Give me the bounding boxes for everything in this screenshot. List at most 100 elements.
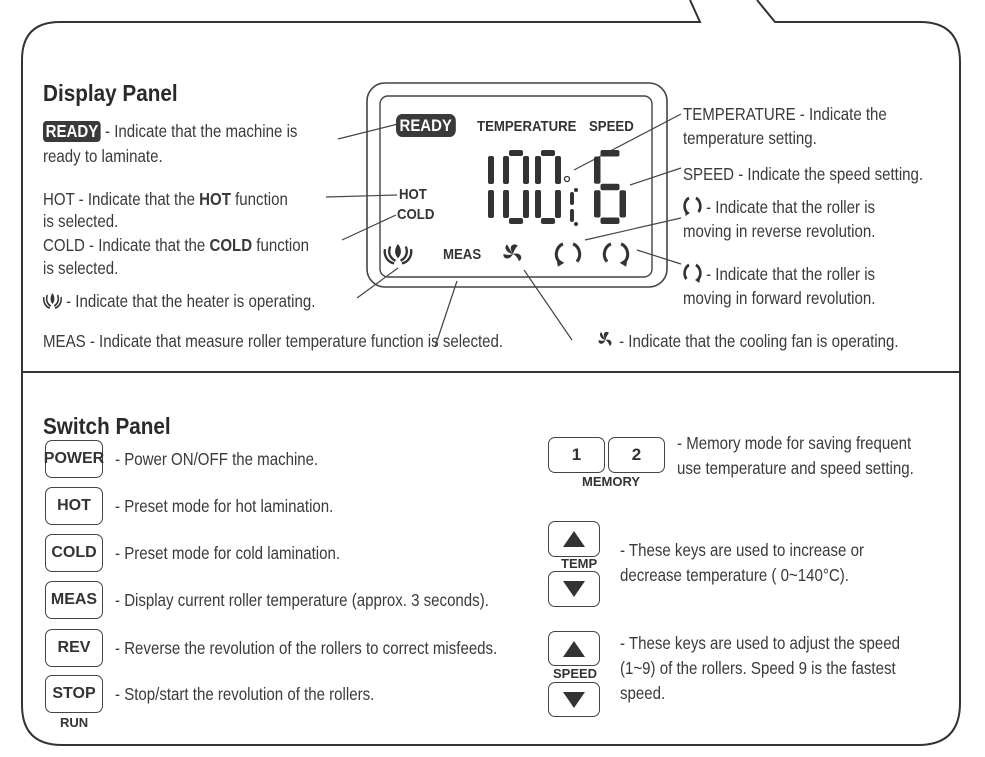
memory-description: - Memory mode for saving frequent: [677, 433, 912, 453]
temperature-description-2: temperature setting.: [683, 128, 817, 148]
cold-desc-a: COLD - Indicate that the: [43, 235, 210, 255]
meas-button[interactable]: MEAS: [45, 581, 103, 619]
ready-description: READY - Indicate that the machine is: [43, 120, 297, 142]
hot-desc-a: HOT - Indicate that the: [43, 189, 200, 209]
lcd-heater-icon: [383, 243, 413, 265]
switch-panel-title: Switch Panel: [43, 413, 171, 439]
lcd-forward-icon: [602, 242, 630, 267]
degree-symbol-icon: [563, 175, 571, 183]
run-sublabel: RUN: [60, 715, 89, 730]
power-button[interactable]: POWER: [44, 440, 104, 478]
lcd-segment: [503, 156, 509, 184]
lcd-segment: [503, 190, 509, 218]
hot-description: HOT - Indicate that the HOT function: [43, 188, 288, 210]
reverse-desc-text: - Indicate that the roller is: [701, 197, 876, 217]
fan-description: - Indicate that the cooling fan is opera…: [596, 330, 899, 352]
meas-button-description: - Display current roller temperature (ap…: [115, 590, 489, 610]
arrow-down-icon: [563, 691, 585, 708]
ready-badge: READY: [43, 121, 101, 142]
cold-desc-c: function: [252, 235, 310, 255]
lcd-reverse-icon: [554, 242, 582, 267]
arrow-down-icon: [563, 581, 585, 597]
speed-description: - These keys are used to adjust the spee…: [620, 633, 900, 653]
speed-down-key[interactable]: [548, 682, 600, 717]
lcd-segment: [509, 218, 523, 224]
forward-rotation-icon: [683, 263, 702, 283]
lcd-segment: [488, 190, 494, 218]
lcd-segment: [619, 190, 626, 218]
display-panel-title: Display Panel: [43, 80, 178, 106]
speed-description-3: speed.: [620, 683, 666, 703]
reverse-description: - Indicate that the roller is: [683, 195, 875, 218]
forward-description-2: moving in forward revolution.: [683, 288, 876, 308]
lcd-temperature-label: TEMPERATURE: [477, 118, 577, 135]
hot-desc-c: function: [230, 189, 288, 209]
temp-label: TEMP: [561, 556, 598, 571]
lcd-cold-text: COLD: [397, 206, 435, 223]
lcd-segment: [555, 190, 561, 218]
temp-description: - These keys are used to increase or: [620, 540, 864, 560]
lcd-segment: [570, 209, 574, 222]
temp-up-key[interactable]: [548, 521, 600, 557]
lcd-meas-label: MEAS: [443, 246, 482, 263]
arrow-up-icon: [563, 640, 585, 657]
speed-label: SPEED: [553, 666, 598, 681]
ready-description-2: ready to laminate.: [43, 146, 163, 166]
lcd-segment: [574, 188, 578, 192]
fan-desc-text: - Indicate that the cooling fan is opera…: [614, 331, 899, 351]
lcd-cold-label: COLD: [397, 206, 434, 223]
meas-description: MEAS - Indicate that measure roller temp…: [43, 331, 504, 351]
rev-button-description: - Reverse the revolution of the rollers …: [115, 638, 498, 658]
temp-down-key[interactable]: [548, 571, 600, 607]
forward-description: - Indicate that the roller is: [683, 262, 875, 285]
lcd-inner-frame: [379, 95, 653, 278]
lcd-segment: [488, 156, 494, 184]
lcd-segment: [600, 183, 620, 191]
hot-button[interactable]: HOT: [45, 487, 103, 525]
fan-icon: [598, 331, 612, 346]
callout-outline: [21, 0, 961, 746]
memory-1-key[interactable]: 1: [548, 437, 605, 473]
reverse-description-2: moving in reverse revolution.: [683, 221, 876, 241]
lcd-segment: [555, 156, 561, 184]
lcd-segment: [570, 192, 574, 205]
leader-lines: [325, 113, 682, 348]
memory-2-key[interactable]: 2: [608, 437, 665, 473]
hot-button-description: - Preset mode for hot lamination.: [115, 496, 334, 516]
lcd-hot-label: HOT: [399, 186, 427, 203]
forward-desc-text: - Indicate that the roller is: [701, 264, 876, 284]
temperature-description: TEMPERATURE - Indicate the: [683, 104, 887, 124]
cold-description: COLD - Indicate that the COLD function: [43, 234, 309, 256]
heater-icon: [42, 293, 62, 309]
ready-desc-text: - Indicate that the machine is: [100, 121, 298, 141]
stop-button-description: - Stop/start the revolution of the rolle…: [115, 684, 375, 704]
cold-button[interactable]: COLD: [45, 534, 103, 572]
heater-desc-text: - Indicate that the heater is operating.: [61, 291, 316, 311]
lcd-segment: [574, 222, 578, 226]
arrow-up-icon: [563, 531, 585, 547]
power-button-description: - Power ON/OFF the machine.: [115, 449, 319, 469]
memory-description-2: use temperature and speed setting.: [677, 458, 914, 478]
rev-button[interactable]: REV: [45, 629, 103, 667]
lcd-ready-badge: READY: [396, 114, 456, 137]
hot-desc-bold: HOT: [199, 189, 231, 209]
lcd-segment: [541, 218, 555, 224]
lcd-segment: [600, 217, 620, 224]
lcd-fan-icon: [503, 244, 522, 262]
lcd-segment: [535, 156, 541, 184]
speed-description: SPEED - Indicate the speed setting.: [683, 164, 924, 184]
lcd-outer-frame: [366, 82, 668, 288]
reverse-rotation-icon: [683, 196, 702, 216]
lcd-segment: [600, 150, 620, 157]
lcd-ready-indicator: READY: [396, 114, 456, 137]
lcd-segment: [594, 156, 601, 184]
lcd-segment: [523, 156, 529, 184]
stop-button[interactable]: STOP: [45, 675, 103, 713]
lcd-segment: [541, 150, 555, 156]
heater-description: - Indicate that the heater is operating.: [42, 290, 316, 312]
lcd-speed-label: SPEED: [589, 118, 634, 135]
lcd-segment: [523, 190, 529, 218]
lcd-seven-segment-digits: [488, 150, 626, 226]
speed-up-key[interactable]: [548, 631, 600, 666]
